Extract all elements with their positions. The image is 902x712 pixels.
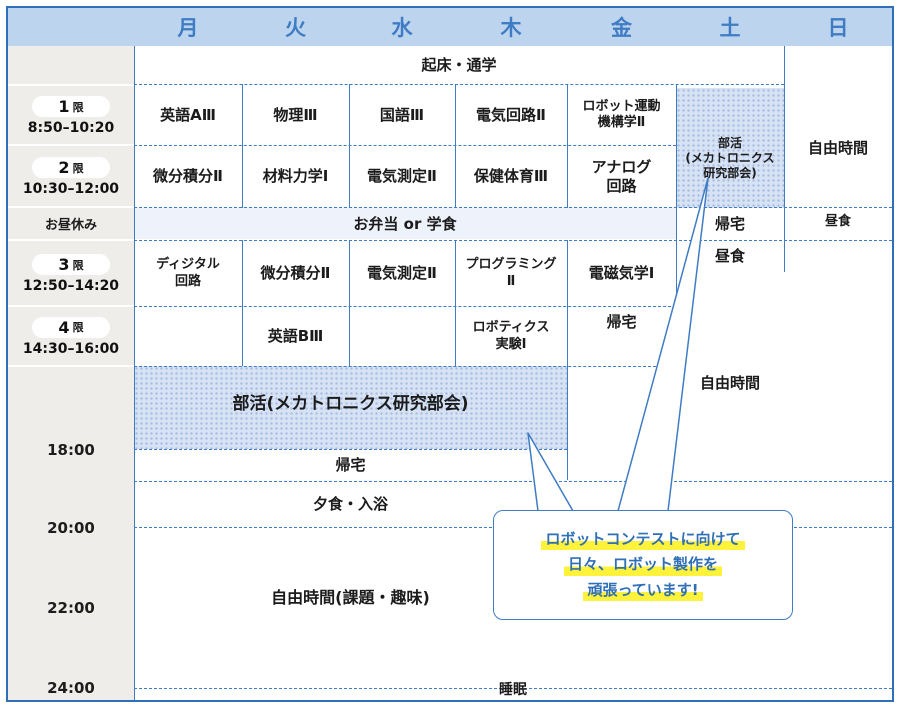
day-sun: 日: [827, 16, 849, 40]
period-2-time: 10:30–12:00: [22, 181, 120, 197]
period-3-time: 12:50–14:20: [22, 278, 120, 294]
comment-bubble: ロボットコンテストに向けて 日々、ロボット製作を 頑張っています!: [493, 510, 793, 620]
bubble-line-3: 頑張っています!: [583, 577, 703, 604]
wed-p1: 国語Ⅲ: [379, 105, 425, 124]
bubble-line-1: ロボットコンテストに向けて: [541, 526, 745, 553]
period-4-time: 14:30–16:00: [22, 340, 120, 357]
fri-home: 帰宅: [606, 312, 637, 331]
fri-p3: 電磁気学Ⅰ: [588, 264, 655, 283]
time-20: 20:00: [47, 519, 95, 537]
sat-lunch: 昼食: [714, 246, 745, 265]
sat-home: 帰宅: [714, 214, 745, 233]
sun-lunch: 昼食: [824, 213, 851, 229]
sat-club: 部活 (メカトロニクス 研究部会): [685, 135, 775, 180]
free-time-night: 自由時間(課題・趣味): [271, 588, 430, 607]
header-corner: [8, 8, 134, 46]
mon-p1: 英語AⅢ: [160, 105, 216, 124]
tue-p1: 物理Ⅲ: [273, 105, 318, 124]
sleep: 睡眠: [499, 682, 527, 699]
wed-p2: 電気測定Ⅱ: [367, 167, 437, 186]
go-home: 帰宅: [335, 456, 366, 475]
fri-p1: ロボット運動 機構学Ⅱ: [582, 98, 661, 130]
free-time-right: 自由時間: [699, 373, 760, 392]
lunch-box: お弁当 or 学食: [353, 214, 457, 233]
time-column: [8, 46, 134, 700]
club-activity: 部活(メカトロニクス研究部会): [232, 394, 469, 415]
day-wed: 水: [391, 16, 413, 40]
club-block-saturday: [676, 88, 784, 208]
lunch-band: [134, 207, 676, 239]
header-row: [8, 8, 892, 46]
period-1-time: 8:50–10:20: [27, 120, 115, 136]
thu-p1: 電気回路Ⅱ: [476, 105, 546, 124]
thu-p3: プログラミング Ⅱ: [465, 257, 557, 289]
wake-commute: 起床・通学: [421, 55, 497, 74]
bubble-tail: [527, 177, 709, 512]
day-tue: 火: [285, 16, 306, 40]
thu-p4: ロボティクス 実験Ⅰ: [472, 320, 550, 352]
time-18: 18:00: [47, 441, 95, 459]
day-mon: 月: [177, 16, 199, 40]
time-22: 22:00: [47, 599, 95, 617]
mon-p3: ディジタル 回路: [156, 257, 220, 289]
dinner-bath: 夕食・入浴: [312, 495, 388, 514]
sun-free: 自由時間: [807, 138, 868, 157]
tue-p4: 英語BⅢ: [267, 327, 324, 346]
time-24: 24:00: [47, 679, 95, 697]
mon-p2: 微分積分Ⅱ: [153, 167, 223, 186]
club-block-weekday: [134, 366, 567, 449]
day-thu: 木: [500, 16, 522, 40]
wed-p3: 電気測定Ⅱ: [367, 264, 437, 283]
lunch-label: お昼休み: [44, 218, 97, 233]
fri-p2: アナログ 回路: [591, 157, 652, 195]
day-fri: 金: [611, 16, 632, 40]
bubble-line-2: 日々、ロボット製作を: [563, 552, 722, 578]
tue-p2: 材料力学Ⅰ: [262, 167, 329, 186]
thu-p2: 保健体育Ⅲ: [473, 167, 549, 186]
tue-p3: 微分積分Ⅱ: [260, 264, 331, 283]
day-sat: 土: [719, 16, 741, 40]
